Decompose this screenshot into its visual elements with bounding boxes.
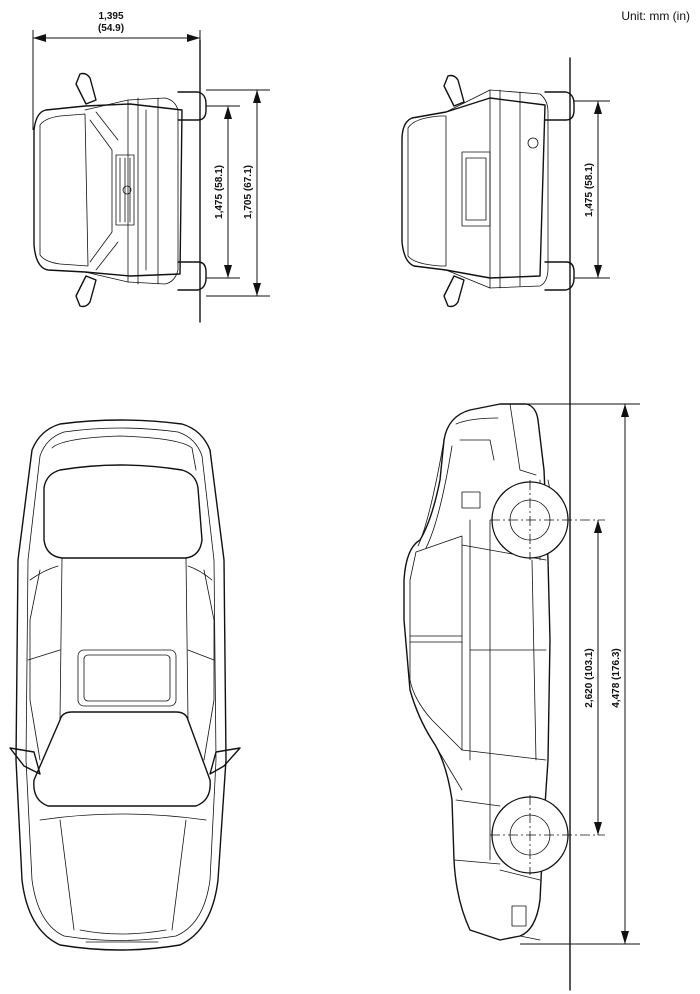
- front-width-in: (54.9): [98, 23, 124, 34]
- unit-label: Unit: mm (in): [621, 9, 690, 23]
- overall-length-label: 4,478 (176.3): [611, 648, 622, 708]
- side-view: 2,620 (103.1) 4,478 (176.3): [403, 403, 640, 945]
- front-width-mm: 1,395: [98, 11, 123, 22]
- front-view: 1,395 (54.9): [32, 11, 270, 323]
- overall-width-label: 1,705 (67.1): [243, 165, 254, 219]
- rear-view-width-label: 1,475 (58.1): [584, 163, 595, 217]
- wheelbase-label: 2,620 (103.1): [584, 648, 595, 708]
- top-view: [9, 419, 241, 951]
- front-view-width-label: 1,475 (58.1): [214, 165, 225, 219]
